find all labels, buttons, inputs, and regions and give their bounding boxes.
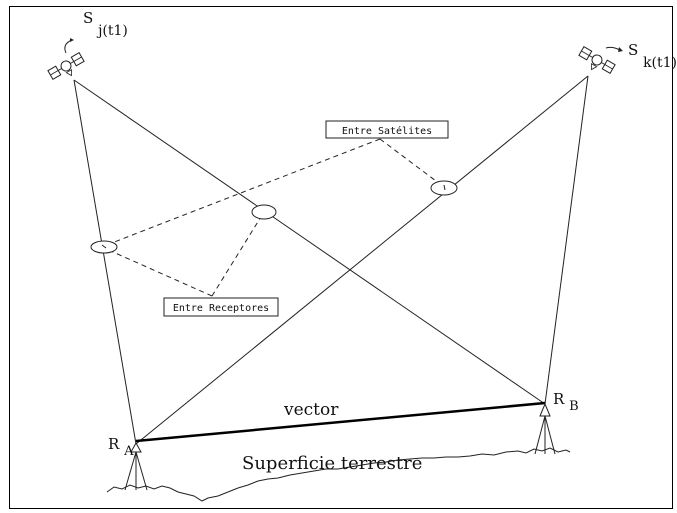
satellite-k-subscript: k(t1) xyxy=(643,55,677,71)
receiver-a-label: R A xyxy=(108,435,134,459)
satellite-k-icon xyxy=(578,45,616,75)
leader-rec-to-ellipse-middle xyxy=(211,211,265,297)
receiver-a-subscript: A xyxy=(123,444,134,459)
callout-receivers-label: Entre Receptores xyxy=(173,303,269,314)
satellite-j-orbit-arrow xyxy=(64,39,73,54)
satellite-j-letter: S xyxy=(83,9,93,27)
receiver-a-letter: R xyxy=(108,435,120,453)
ground-surface-line xyxy=(106,447,571,502)
line-sk-to-ra xyxy=(135,75,589,445)
marker-ellipse-right xyxy=(430,180,458,196)
receiver-b-label: R B xyxy=(553,390,579,414)
satellite-k-label: S k(t1) xyxy=(628,41,677,71)
difference-markers xyxy=(90,180,458,254)
surface-label: Superficie terrestre xyxy=(242,453,422,474)
receiver-b-subscript: B xyxy=(569,399,579,414)
leader-rec-to-ellipse-left xyxy=(103,247,213,297)
marker-ellipse-left-tick xyxy=(101,244,107,249)
leader-sat-to-ellipse-left xyxy=(103,138,381,247)
satellite-j-subscript: j(t1) xyxy=(96,23,128,39)
vector-label: vector xyxy=(283,400,339,420)
receiver-b-letter: R xyxy=(553,390,565,408)
figure-frame xyxy=(9,6,673,509)
baseline-vector xyxy=(135,401,546,443)
callout-satellites-label: Entre Satélites xyxy=(342,125,432,137)
callout-leaders xyxy=(103,138,445,297)
callout-receivers: Entre Receptores xyxy=(163,297,279,317)
satellite-k-orbit-arrow xyxy=(605,46,621,51)
callout-satellites: Entre Satélites xyxy=(325,120,449,139)
leader-sat-to-ellipse-right xyxy=(379,138,445,188)
satellite-j-label: S j(t1) xyxy=(83,9,128,39)
signal-lines xyxy=(73,75,589,445)
receiver-b-tripod-icon xyxy=(534,402,556,455)
receiver-a-tripod-icon xyxy=(124,441,148,491)
line-sj-to-ra xyxy=(73,79,137,445)
line-sk-to-rb xyxy=(544,75,589,405)
satellite-k-letter: S xyxy=(628,41,638,59)
line-sj-to-rb xyxy=(73,79,546,405)
marker-ellipse-right-tick xyxy=(443,184,446,191)
marker-ellipse-middle xyxy=(251,204,277,220)
satellite-j-icon xyxy=(47,51,85,81)
